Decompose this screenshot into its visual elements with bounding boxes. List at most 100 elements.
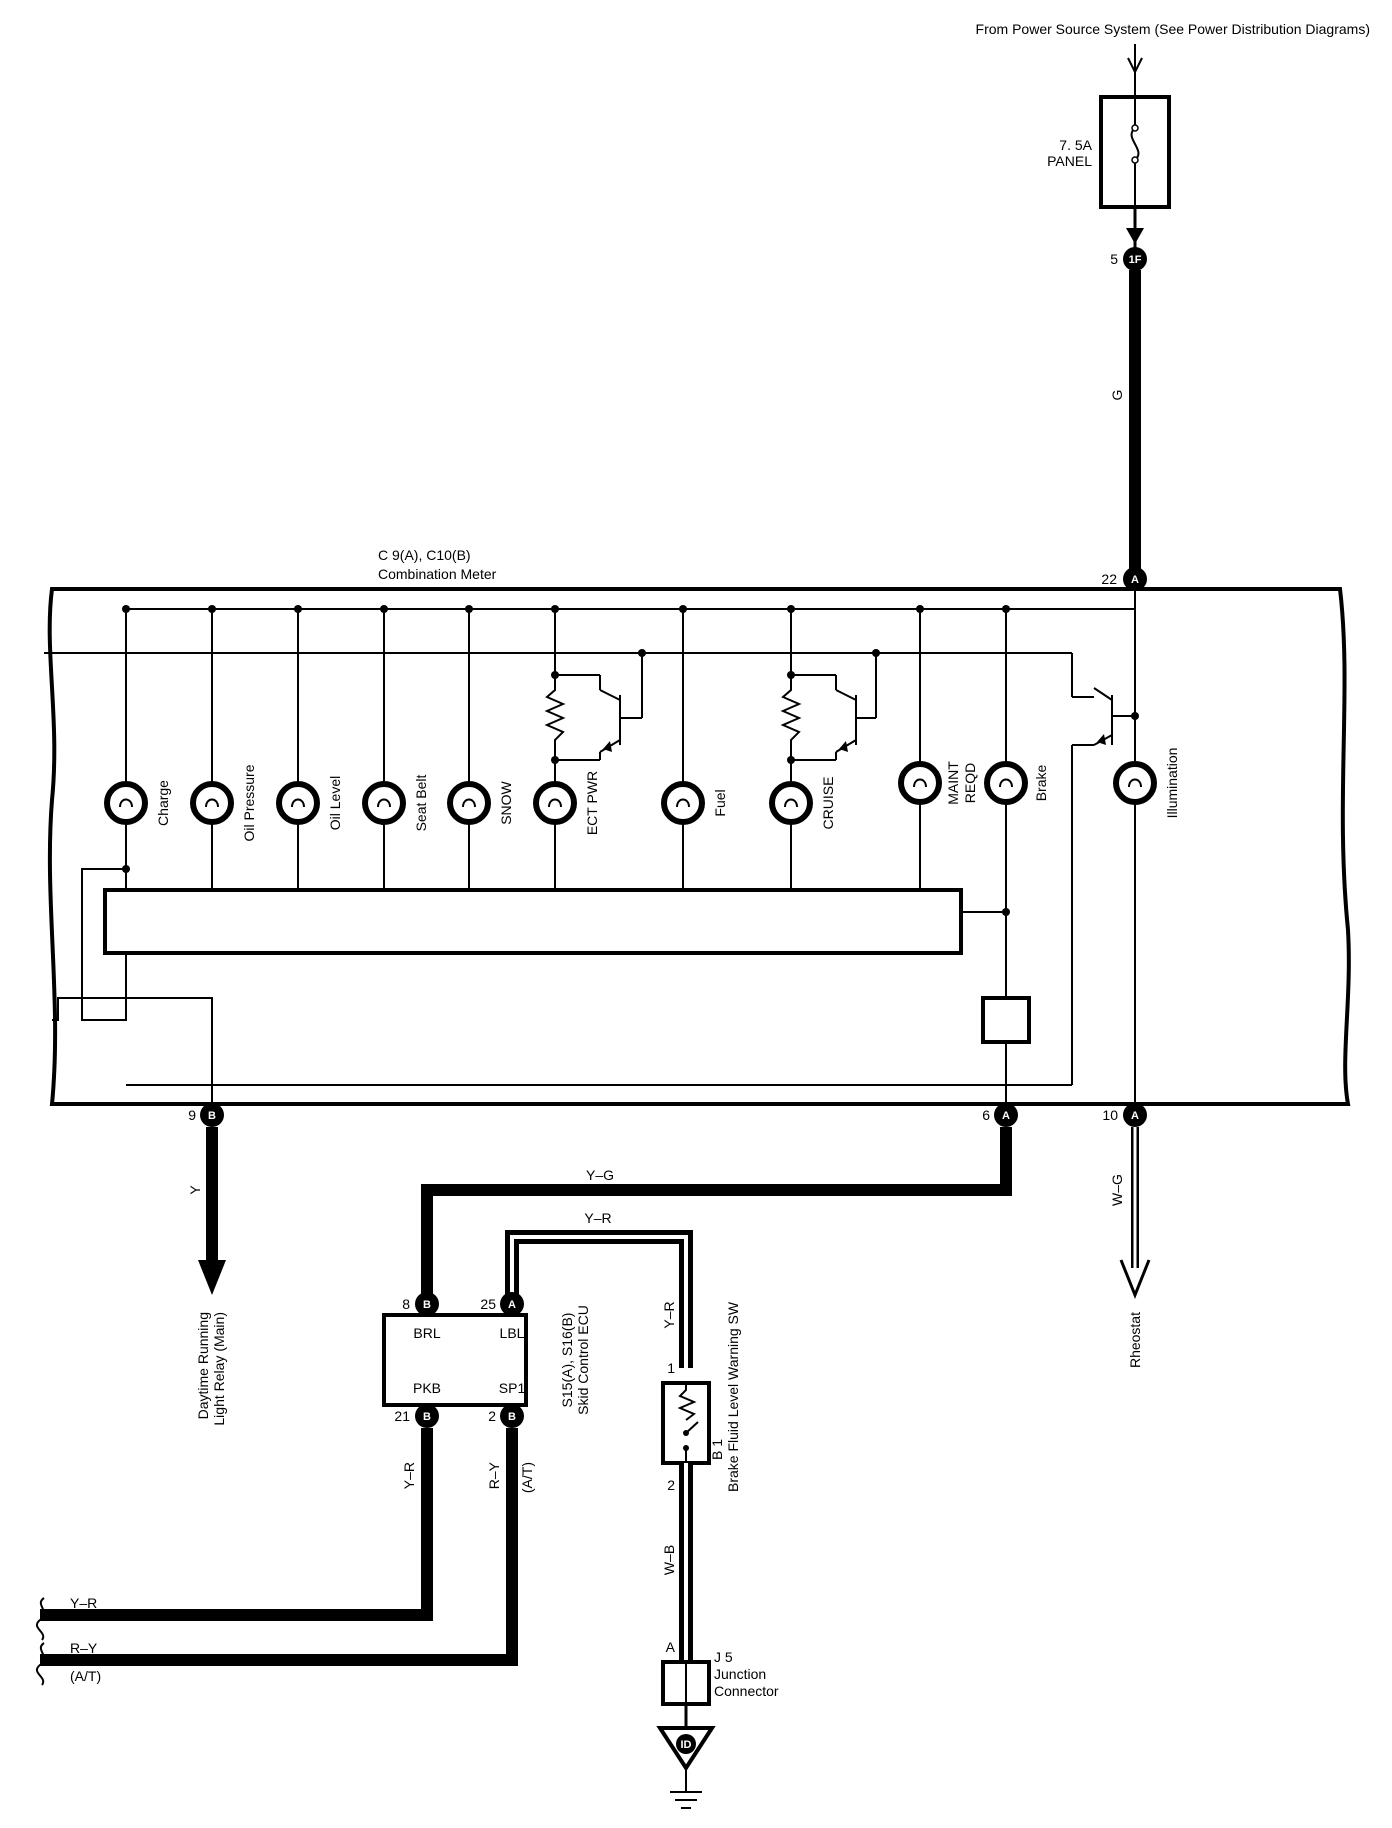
lamp-oil-level: Oil Level — [276, 776, 343, 830]
lamp-ect-pwr: ECT PWR — [533, 771, 600, 835]
pin-10-label: 10 — [1102, 1107, 1118, 1123]
svg-text:Brake: Brake — [1033, 765, 1049, 802]
svg-text:ECT PWR: ECT PWR — [584, 771, 600, 835]
ecu-pin-25-label: 25 — [480, 1296, 496, 1312]
fuse-rating: 7. 5A — [1059, 137, 1092, 153]
fuse-name: PANEL — [1047, 153, 1092, 169]
svg-text:1F: 1F — [1129, 254, 1142, 266]
connector-1f: 1F — [1123, 247, 1147, 271]
wire-yr-top — [505, 1230, 693, 1368]
fuse-output-arrow — [1126, 228, 1144, 244]
lamp-fuel: Fuel — [661, 781, 728, 825]
meter-name-label: Combination Meter — [378, 566, 497, 582]
ecu-sp1: SP1 — [499, 1380, 526, 1396]
wire-y-label: Y — [187, 1185, 203, 1195]
lamp-cruise: CRUISE — [769, 777, 836, 830]
brake-sensor-box — [981, 996, 1031, 1044]
svg-text:A: A — [1002, 1110, 1010, 1122]
svg-text:SNOW: SNOW — [498, 780, 514, 824]
ecu-pkb: PKB — [413, 1380, 441, 1396]
wire-ry-left-label: R–Y — [70, 1640, 98, 1656]
wire-yr-top-label: Y–R — [584, 1210, 611, 1226]
lamp-snow: SNOW — [447, 780, 514, 825]
wire-yr-left-label: Y–R — [70, 1595, 97, 1611]
wire-at-left-label: (A/T) — [70, 1668, 101, 1684]
wire-ry-sp1-label: R–Y — [486, 1461, 502, 1489]
ecu-pin-25a: A — [500, 1292, 524, 1316]
ecu-name-label: Skid Control ECU — [575, 1305, 591, 1415]
brake-fluid-switch — [661, 1381, 711, 1465]
connector-6a: A — [994, 1103, 1018, 1127]
ecu-pin-8-label: 8 — [402, 1296, 410, 1312]
svg-text:Seat Belt: Seat Belt — [413, 774, 429, 831]
junction-line-2: Connector — [714, 1683, 779, 1699]
wire-g-label: G — [1109, 390, 1125, 401]
junction-code: J 5 — [714, 1649, 733, 1665]
pin-6-label: 6 — [982, 1107, 990, 1123]
ecu-connector-label: S15(A), S16(B) — [559, 1313, 575, 1408]
junction-pin: A — [666, 1639, 676, 1655]
svg-text:Illumination: Illumination — [1164, 748, 1180, 819]
rheostat-label: Rheostat — [1127, 1312, 1143, 1368]
svg-text:B: B — [508, 1411, 516, 1423]
connector-10a: A — [1123, 1103, 1147, 1127]
pin-9-label: 9 — [188, 1107, 196, 1123]
combination-meter-box — [47, 587, 1351, 1106]
wire-wb-label: W–B — [661, 1545, 677, 1575]
junction-line-1: Junction — [714, 1666, 766, 1682]
cruise-transistor — [780, 653, 877, 761]
ecu-pin-2b: B — [500, 1404, 524, 1428]
wire-yg-label: Y–G — [586, 1167, 614, 1183]
wire-ry-bottom — [40, 1428, 518, 1666]
switch-pin-1: 1 — [667, 1360, 675, 1376]
skid-control-ecu — [382, 1313, 528, 1407]
meter-module-box — [103, 888, 963, 955]
svg-text:Charge: Charge — [155, 780, 171, 826]
svg-text:A: A — [1131, 1110, 1139, 1122]
ecu-pin-2-label: 2 — [488, 1408, 496, 1424]
svg-text:B: B — [208, 1110, 216, 1122]
lamp-illumination: Illumination — [1113, 748, 1180, 819]
pin-22-label: 22 — [1101, 571, 1117, 587]
svg-text:Oil Level: Oil Level — [327, 776, 343, 830]
wire-yg — [421, 1127, 1012, 1297]
switch-name-label: Brake Fluid Level Warning SW — [725, 1301, 741, 1492]
svg-text:A: A — [1131, 574, 1139, 586]
relay-label-1: Daytime Running — [195, 1312, 211, 1419]
charge-loop — [52, 868, 213, 1110]
relay-label-2: Light Relay (Main) — [211, 1312, 227, 1426]
ecu-lbl: LBL — [500, 1325, 525, 1341]
ect-transistor — [544, 653, 643, 761]
svg-text:B: B — [423, 1411, 431, 1423]
wire-at-sp1-label: (A/T) — [519, 1462, 535, 1493]
svg-text:ID: ID — [681, 1739, 692, 1751]
svg-text:CRUISE: CRUISE — [820, 777, 836, 830]
wire-yr-bottom — [40, 1428, 433, 1621]
switch-code-label: B 1 — [709, 1439, 725, 1460]
lamp-maint-reqd: MAINT REQD — [898, 761, 978, 805]
wire-yr-pkb-label: Y–R — [401, 1462, 417, 1489]
ecu-brl: BRL — [413, 1325, 440, 1341]
svg-text:Oil Pressure: Oil Pressure — [241, 764, 257, 841]
illumination-transistor — [126, 680, 1135, 1086]
power-arrow-in — [1127, 44, 1143, 95]
switch-pin-2: 2 — [667, 1477, 675, 1493]
ecu-pin-8b: B — [415, 1292, 439, 1316]
lamp-brake: Brake — [984, 761, 1049, 805]
ecu-pin-21-label: 21 — [394, 1408, 410, 1424]
svg-text:REQD: REQD — [962, 763, 978, 803]
wire-yr-switch-label: Y–R — [661, 1301, 677, 1328]
power-source-label: From Power Source System (See Power Dist… — [976, 21, 1370, 37]
wire-wg — [1119, 1127, 1151, 1300]
lamp-seat-belt: Seat Belt — [362, 774, 429, 831]
wire-wg-label: W–G — [1109, 1174, 1125, 1206]
fuse-panel — [1099, 95, 1171, 209]
meter-connector-label: C 9(A), C10(B) — [378, 547, 471, 563]
svg-text:A: A — [508, 1299, 516, 1311]
svg-text:B: B — [423, 1299, 431, 1311]
ecu-pin-21b: B — [415, 1404, 439, 1428]
lamp-oil-pressure: Oil Pressure — [190, 764, 257, 842]
svg-text:Fuel: Fuel — [712, 789, 728, 816]
connector-22a: A — [1123, 567, 1147, 591]
